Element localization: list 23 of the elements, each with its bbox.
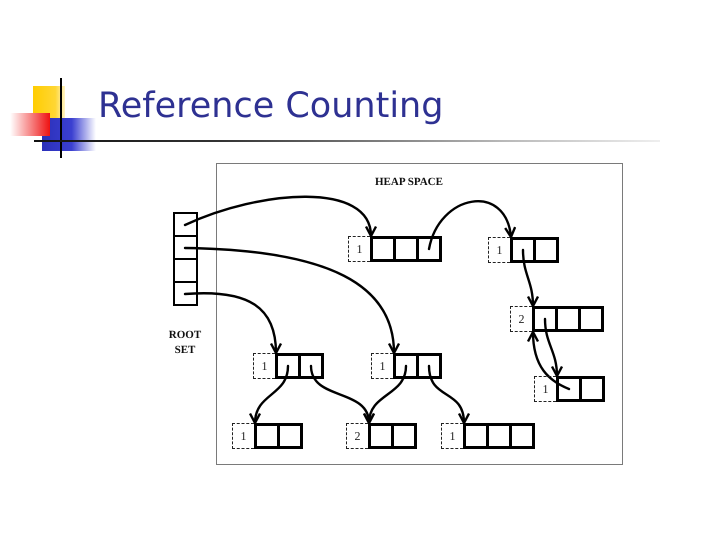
heap-panel [216,163,623,465]
pointer-arrow [428,200,516,250]
pointer-arrow [527,330,570,390]
pointer-arrow [184,292,282,354]
reference-count: 1 [441,423,463,449]
pointer-arrow [184,196,376,238]
reference-count: 2 [346,423,368,449]
reference-count: 1 [488,237,510,263]
pointer-arrow [544,318,563,378]
pointer-arrow [364,364,408,424]
panel-heading: HEAP SPACE [375,175,443,189]
reference-count: 1 [253,353,275,379]
root-set-label: ROOT SET [168,328,202,358]
reference-count: 1 [348,236,370,262]
reference-count: 1 [232,423,254,449]
reference-count: 1 [534,376,556,402]
pointer-arrow [428,364,470,424]
pointer-arrow [522,248,539,308]
pointer-arrow [184,246,400,354]
reference-count: 1 [371,353,393,379]
reference-count: 2 [510,306,532,332]
slide-title: Reference Counting [98,85,444,128]
pointer-arrow [250,364,290,424]
